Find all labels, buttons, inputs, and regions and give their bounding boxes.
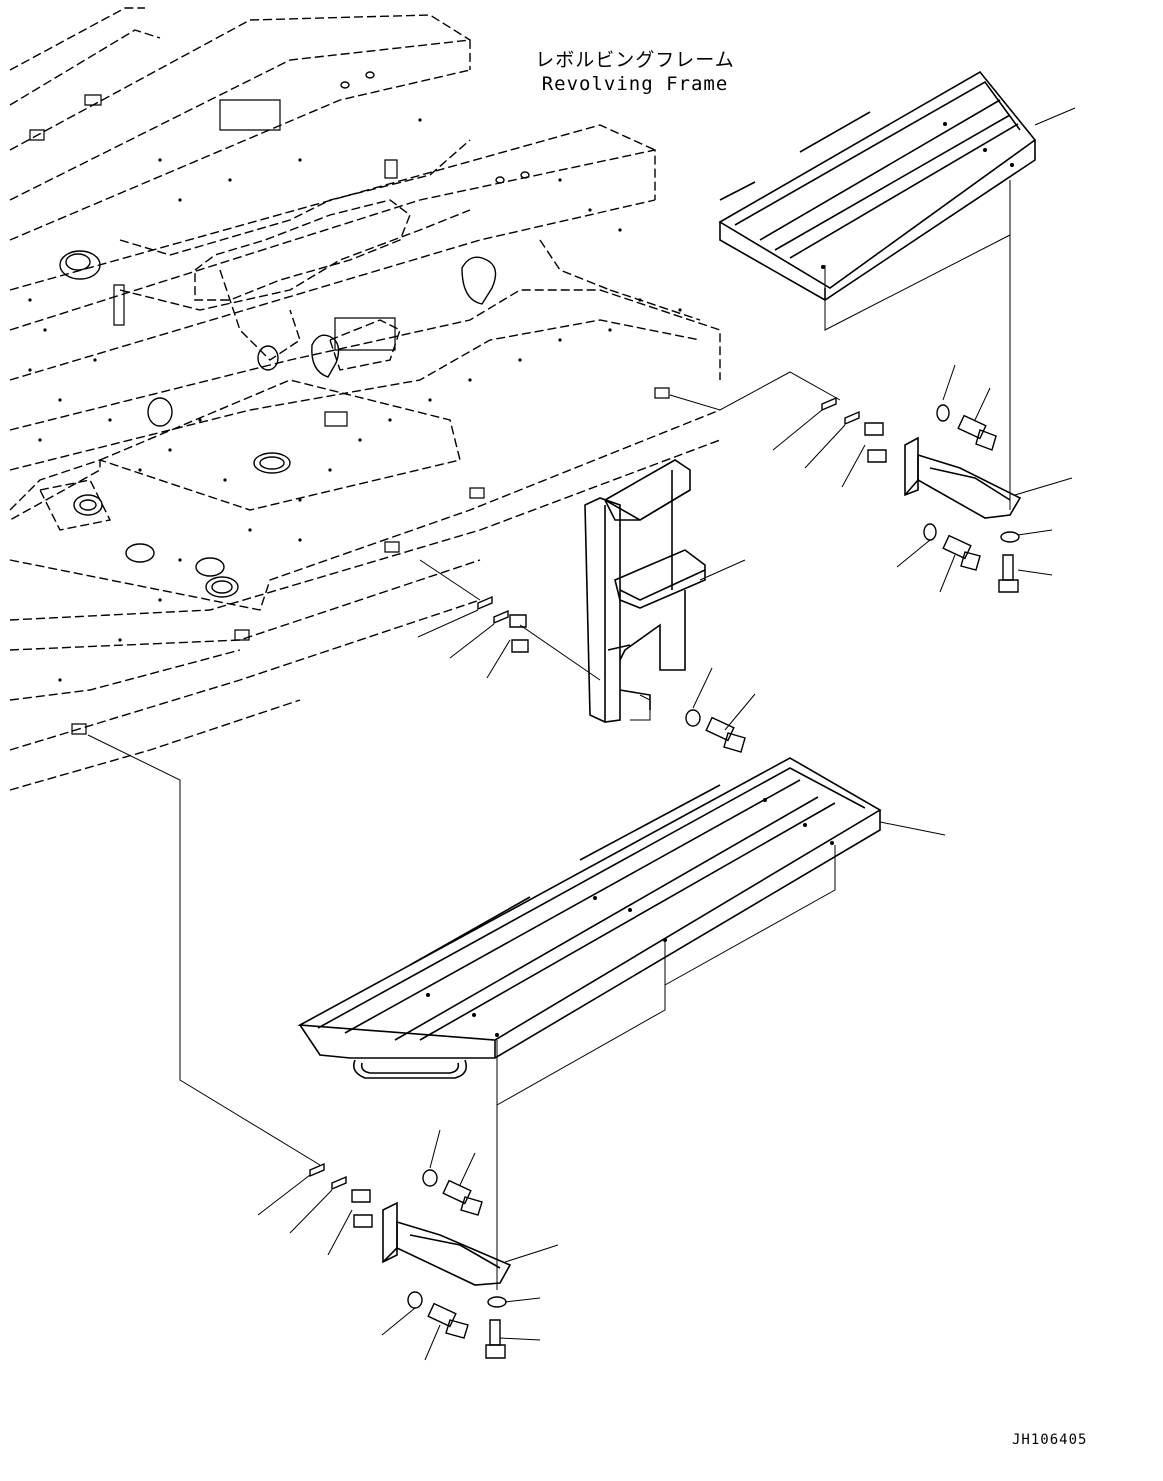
lower-step-platform — [300, 758, 880, 1078]
title-english: Revolving Frame — [541, 73, 729, 95]
diagram-title: レボルビングフレーム Revolving Frame — [500, 48, 770, 96]
ladder — [585, 460, 705, 722]
drawing-id: JH106405 — [1012, 1432, 1088, 1448]
title-japanese: レボルビングフレーム — [535, 49, 735, 71]
hardware — [310, 398, 1019, 1358]
upper-bracket — [905, 438, 1020, 518]
upper-step-platform — [720, 72, 1035, 300]
revolving-frame — [10, 8, 720, 790]
lower-bracket — [383, 1203, 510, 1285]
leader-lines — [88, 108, 1075, 1360]
